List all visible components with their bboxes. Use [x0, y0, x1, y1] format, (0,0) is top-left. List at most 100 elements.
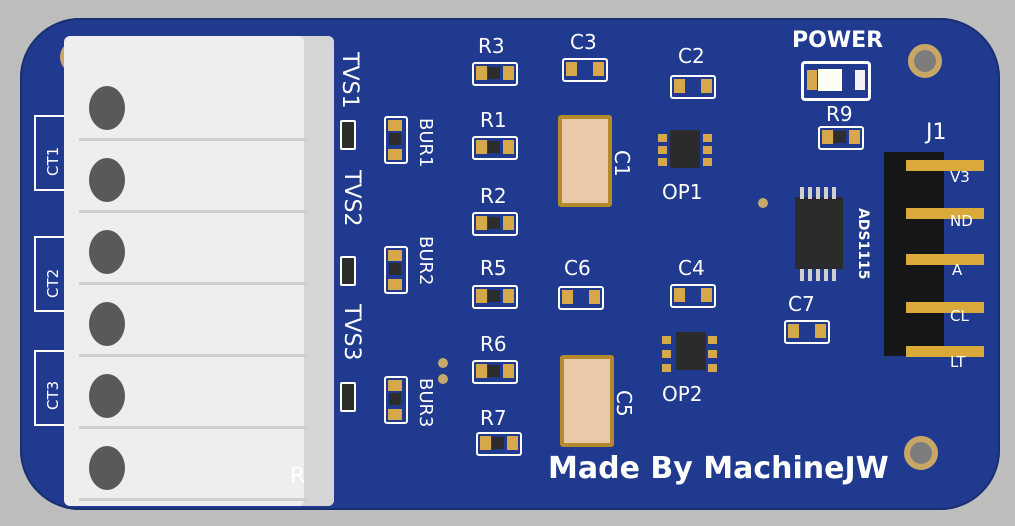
header-label-1: V3 [950, 168, 970, 186]
ads-leg [832, 269, 836, 281]
led-lens [818, 69, 842, 91]
c1-label: C1 [610, 150, 634, 177]
tvs1-label: TVS1 [337, 52, 362, 109]
terminal-screw [89, 302, 125, 346]
op2-label: OP2 [662, 382, 703, 406]
c5 [560, 355, 614, 447]
r5 [472, 285, 518, 309]
r1 [472, 136, 518, 160]
r3 [472, 62, 518, 86]
c7-label: C7 [788, 292, 815, 316]
tvs2 [340, 256, 356, 286]
r5-label: R5 [480, 256, 507, 280]
header-pin [906, 208, 984, 219]
op2-pin [708, 336, 717, 344]
r2-label: R2 [480, 184, 507, 208]
op1-pin [658, 158, 667, 166]
ads1115-label: ADS1115 [855, 208, 871, 280]
bur3-label: BUR3 [415, 378, 436, 428]
via-pad [438, 374, 448, 384]
mounting-hole-bottom-right [904, 436, 938, 470]
r9-label: R9 [826, 102, 853, 126]
r7 [476, 432, 522, 456]
op2-pin [708, 364, 717, 372]
r6-label: R6 [480, 332, 507, 356]
tvs2-label: TVS2 [339, 170, 364, 227]
ads-leg [808, 269, 812, 281]
header-pin [906, 254, 984, 265]
header-label-5: LT [950, 353, 966, 371]
op2-pin [662, 364, 671, 372]
r2 [472, 212, 518, 236]
op1-pin [703, 146, 712, 154]
op1-pin [658, 146, 667, 154]
ads1115-chip [795, 197, 843, 269]
ads-leg [824, 269, 828, 281]
bur1 [384, 116, 408, 164]
terminal-partial-label: R [290, 464, 306, 489]
op1-label: OP1 [662, 180, 703, 204]
op2 [676, 332, 706, 370]
ct3-label: CT3 [44, 380, 62, 410]
terminal-screw [89, 86, 125, 130]
ads-leg [824, 187, 828, 199]
bur3 [384, 376, 408, 424]
r9 [818, 126, 864, 150]
op2-pin [708, 350, 717, 358]
terminal-slot [79, 356, 309, 429]
terminal-screw [89, 230, 125, 274]
r6 [472, 360, 518, 384]
header-label-4: CL [950, 307, 969, 325]
terminal-slot [79, 68, 309, 141]
op1-pin [703, 134, 712, 142]
c6-label: C6 [564, 256, 591, 280]
r1-label: R1 [480, 108, 507, 132]
j1-label: J1 [926, 120, 947, 145]
terminal-slot [79, 284, 309, 357]
terminal-screw [89, 374, 125, 418]
tvs3 [340, 382, 356, 412]
bur2 [384, 246, 408, 294]
c2 [670, 75, 716, 99]
terminal-slot [79, 212, 309, 285]
c3 [562, 58, 608, 82]
c7 [784, 320, 830, 344]
tvs1 [340, 120, 356, 150]
c3-label: C3 [570, 30, 597, 54]
via-pad [438, 358, 448, 368]
power-label: POWER [792, 28, 884, 53]
ct2-label: CT2 [44, 268, 62, 298]
op1-pin [658, 134, 667, 142]
ads-leg [816, 187, 820, 199]
op1 [670, 130, 700, 168]
c2-label: C2 [678, 44, 705, 68]
op2-pin [662, 336, 671, 344]
led-pad [855, 70, 865, 90]
c4-label: C4 [678, 256, 705, 280]
header-pin [906, 160, 984, 171]
header-pin [906, 302, 984, 313]
op1-pin [703, 158, 712, 166]
via-pad [758, 198, 768, 208]
ads-leg [816, 269, 820, 281]
screw-terminal-block [64, 36, 334, 506]
terminal-screw [89, 158, 125, 202]
terminal-slot [79, 140, 309, 213]
c5-label: C5 [612, 390, 636, 417]
terminal-slot [79, 428, 309, 501]
header-label-3: A [952, 261, 963, 279]
c4 [670, 284, 716, 308]
terminal-screw [89, 446, 125, 490]
ct1-label: CT1 [44, 146, 62, 176]
header-label-2: ND [950, 212, 973, 230]
c1 [558, 115, 612, 207]
ads-leg [832, 187, 836, 199]
led-pad [807, 70, 817, 90]
bur2-label: BUR2 [415, 236, 436, 286]
header-pin [906, 346, 984, 357]
power-led [801, 61, 871, 101]
mounting-hole-top-right [908, 44, 942, 78]
ads-leg [800, 187, 804, 199]
ads-leg [800, 269, 804, 281]
r7-label: R7 [480, 406, 507, 430]
